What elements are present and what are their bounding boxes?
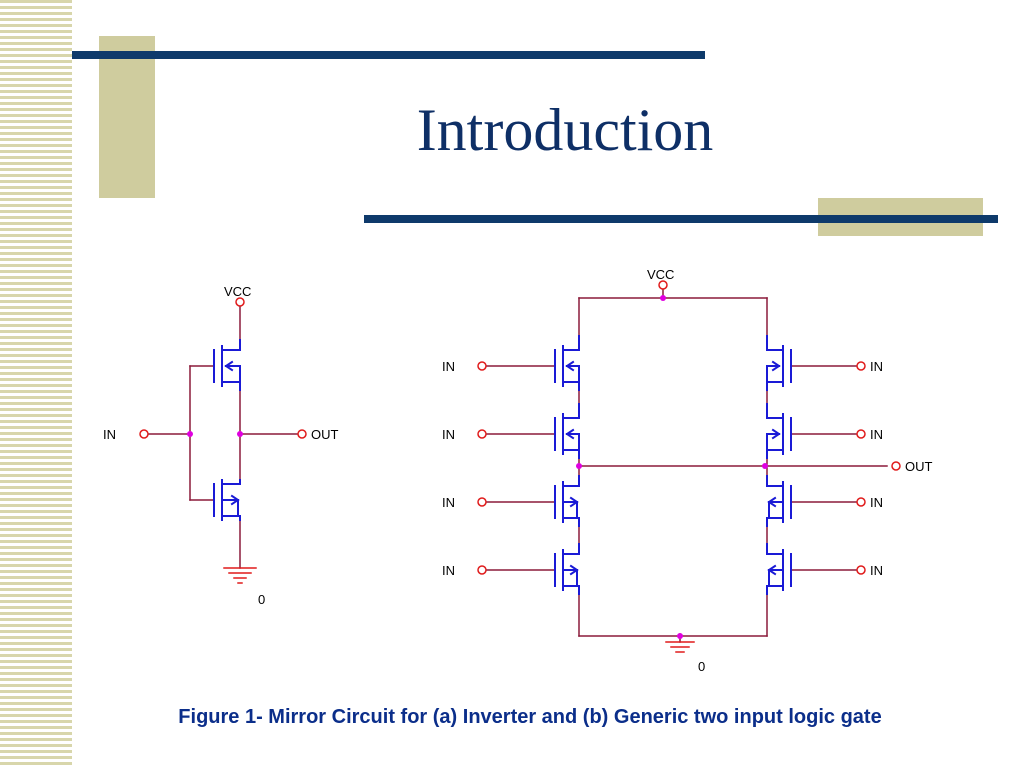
gate-in-label-right-4: IN: [870, 563, 883, 578]
gate-in-terminal-right-4: [856, 565, 866, 575]
gate-output-node-left: [576, 463, 582, 469]
gate-vcc-terminal: [658, 280, 668, 290]
gate-vcc-node: [660, 295, 666, 301]
gate-in-terminal-left-3: [477, 497, 487, 507]
gate-in-terminal-left-4: [477, 565, 487, 575]
gate-right-nmos-2: [766, 543, 792, 595]
gate-in-label-right-2: IN: [870, 427, 883, 442]
gate-out-terminal: [891, 461, 901, 471]
inverter-output-node: [237, 431, 243, 437]
page-title: Introduction: [416, 97, 714, 163]
gate-ground-node: [677, 633, 683, 639]
inverter-ground-icon: [223, 567, 257, 584]
gate-in-terminal-left-1: [477, 361, 487, 371]
gate-left-nmos-2: [554, 543, 580, 595]
gate-in-terminal-right-2: [856, 429, 866, 439]
navy-bar-bottom: [364, 215, 998, 223]
inverter-ground-label: 0: [258, 592, 265, 607]
gate-output-node-right: [762, 463, 768, 469]
gate-in-terminal-right-3: [856, 497, 866, 507]
gate-in-label-right-1: IN: [870, 359, 883, 374]
navy-bar-top: [72, 51, 705, 59]
gate-in-label-left-1: IN: [442, 359, 455, 374]
gate-ground-label: 0: [698, 659, 705, 674]
figure-caption: Figure 1- Mirror Circuit for (a) Inverte…: [178, 706, 882, 728]
decorative-stripes: [0, 0, 72, 768]
gate-in-terminal-right-1: [856, 361, 866, 371]
gate-right-pmos-1: [766, 335, 792, 391]
inverter-vcc-terminal: [235, 297, 245, 307]
inverter-out-terminal: [297, 429, 307, 439]
gate-vcc-label: VCC: [647, 267, 674, 282]
gate-right-pmos-2: [766, 403, 792, 459]
inverter-in-terminal: [139, 429, 149, 439]
gate-in-label-left-4: IN: [442, 563, 455, 578]
inverter-input-node: [187, 431, 193, 437]
khaki-block-top: [99, 36, 155, 198]
inverter-out-label: OUT: [311, 427, 339, 442]
inverter-nmos-transistor: [213, 479, 241, 521]
gate-left-nmos-1: [554, 475, 580, 527]
gate-left-pmos-2: [554, 403, 580, 459]
gate-in-label-left-2: IN: [442, 427, 455, 442]
gate-wires: [485, 288, 888, 643]
inverter-in-label: IN: [103, 427, 116, 442]
gate-left-pmos-1: [554, 335, 580, 391]
gate-circuit: [477, 280, 901, 653]
gate-in-label-left-3: IN: [442, 495, 455, 510]
gate-in-label-right-3: IN: [870, 495, 883, 510]
gate-right-nmos-1: [766, 475, 792, 527]
inverter-pmos-transistor: [213, 339, 241, 391]
gate-out-label: OUT: [905, 459, 933, 474]
gate-in-terminal-left-2: [477, 429, 487, 439]
inverter-vcc-label: VCC: [224, 284, 251, 299]
gate-ground-icon: [665, 641, 695, 653]
inverter-circuit: [139, 297, 307, 584]
